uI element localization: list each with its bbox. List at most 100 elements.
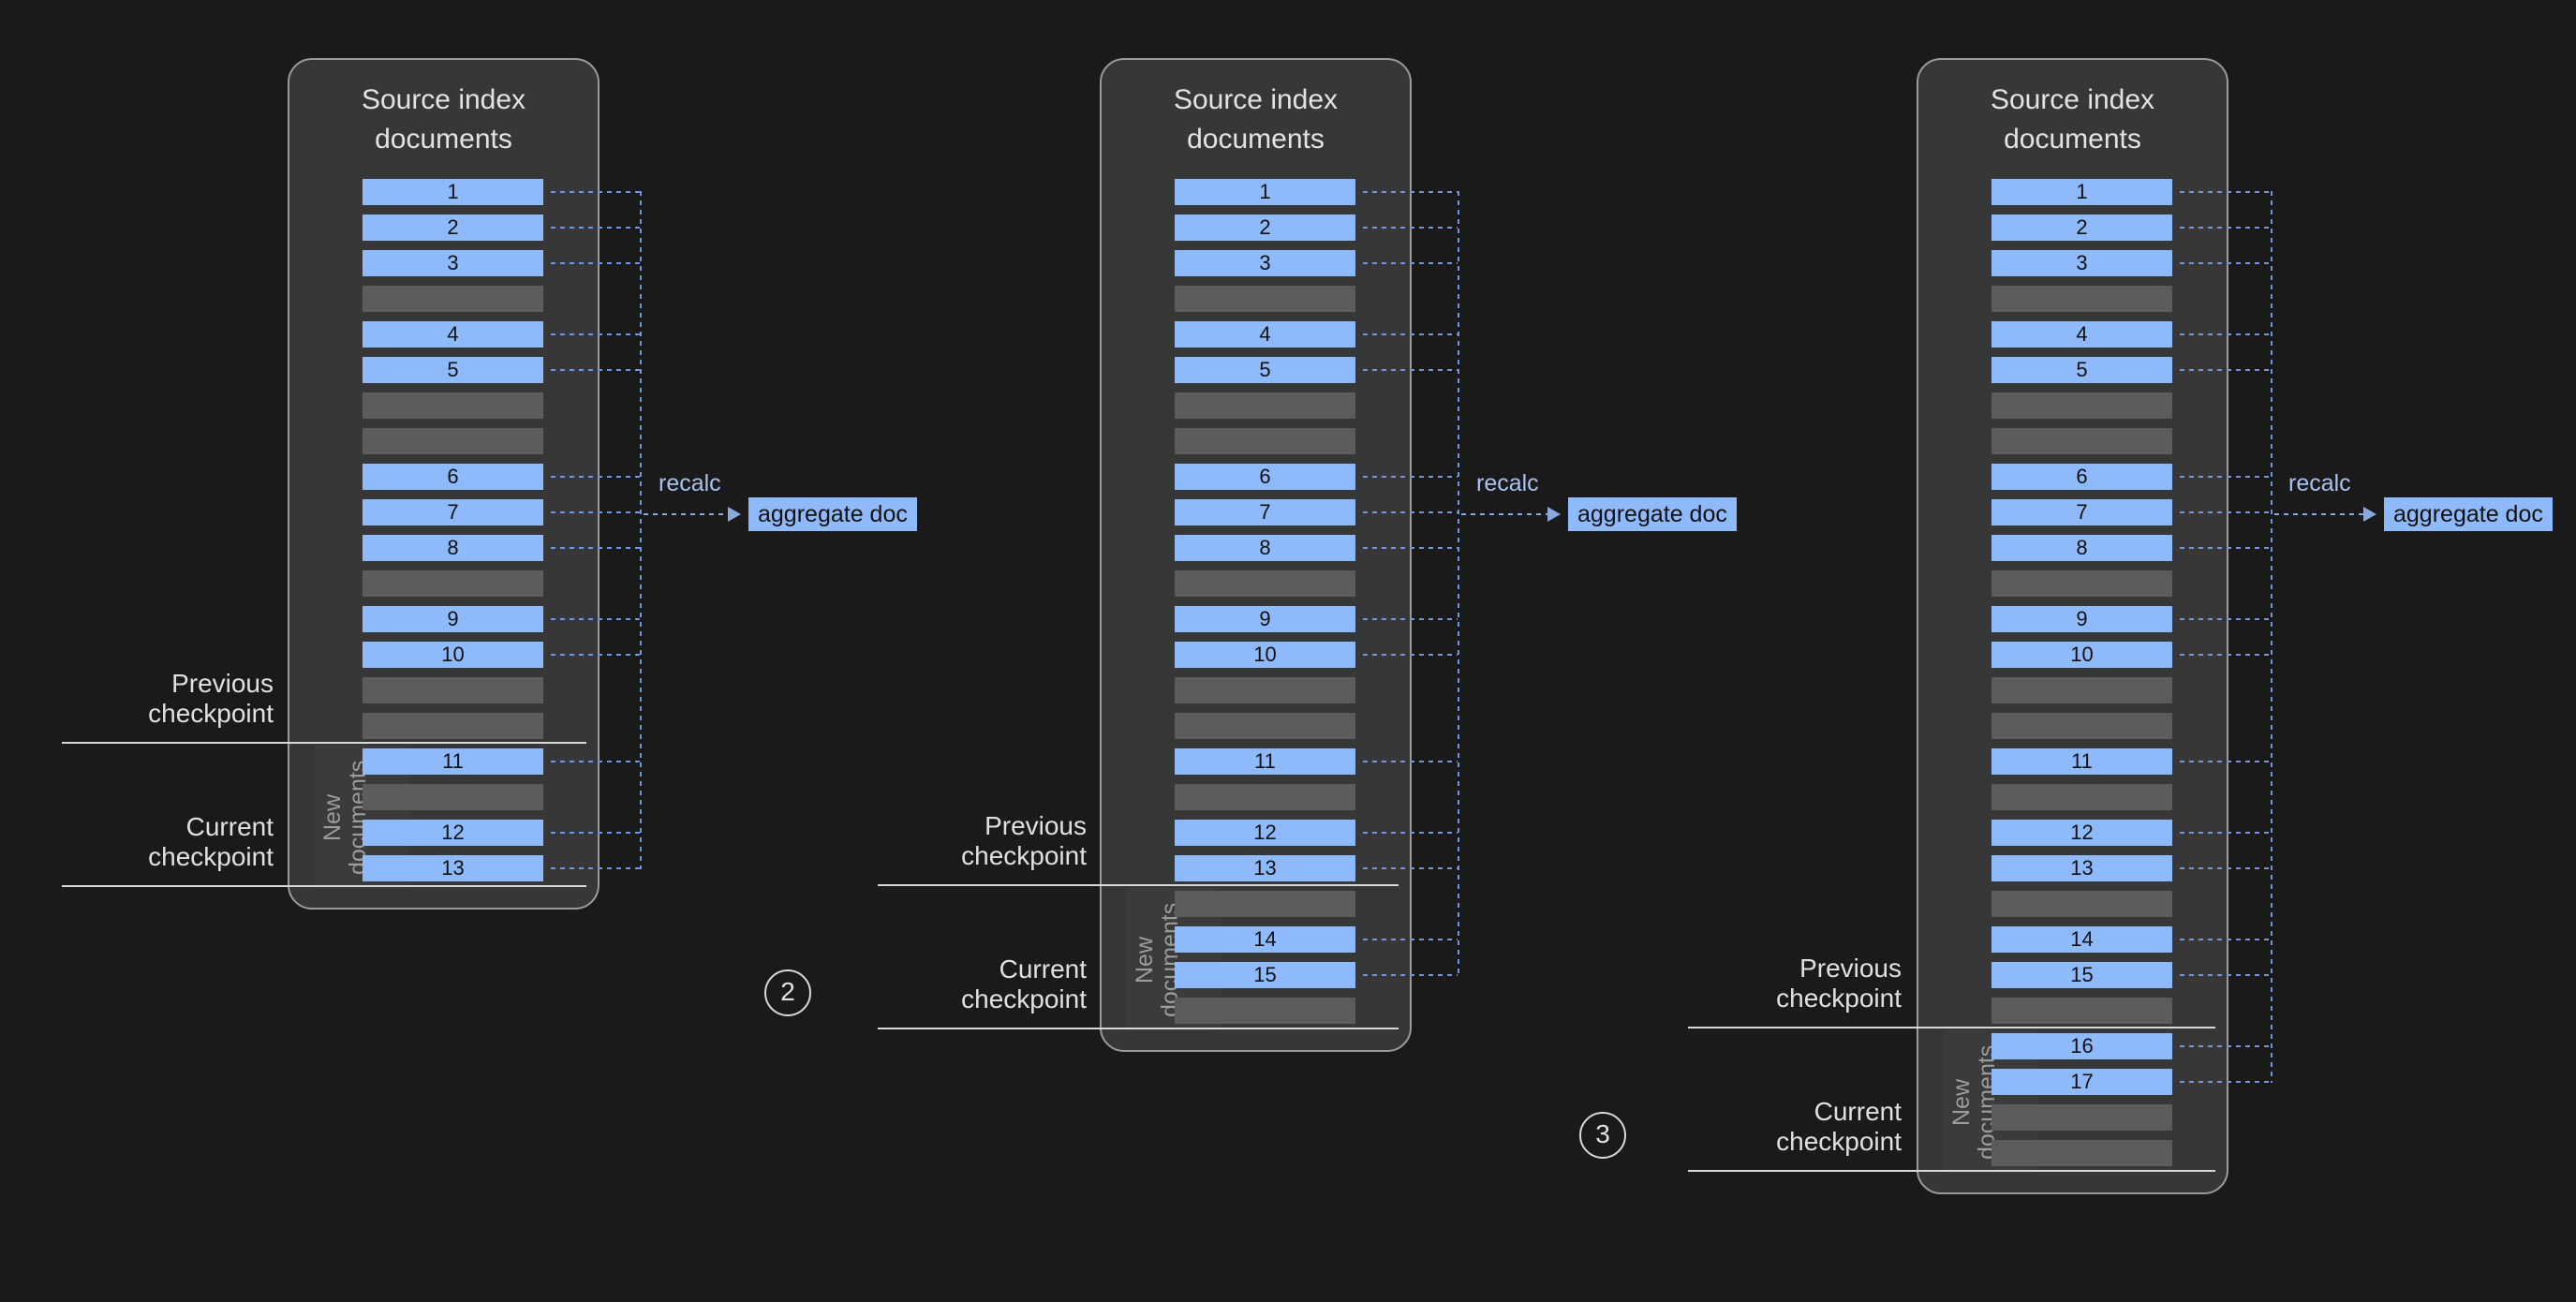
document-row: 4	[363, 321, 543, 348]
connector-dotted-line	[2180, 227, 2271, 229]
connector-dotted-line	[551, 369, 640, 371]
connector-dotted-line	[551, 547, 640, 549]
connector-dotted-line	[1363, 262, 1458, 264]
panel-3-title: Source index documents	[1990, 84, 2155, 155]
previous-checkpoint-rule	[878, 884, 1399, 886]
document-row: 10	[1175, 642, 1355, 668]
current-checkpoint-label: Current checkpoint	[1776, 1097, 1902, 1156]
connector-bus-line	[2271, 191, 2273, 1083]
document-row: 8	[1175, 535, 1355, 561]
document-row: 13	[1991, 855, 2172, 881]
connector-dotted-line	[1363, 761, 1458, 762]
connector-dotted-line	[2180, 832, 2271, 834]
connector-dotted-line	[1363, 832, 1458, 834]
previous-checkpoint-rule	[1688, 1027, 2215, 1028]
previous-checkpoint-label: Previous checkpoint	[961, 811, 1087, 870]
connector-dotted-line	[551, 333, 640, 335]
connector-dotted-line	[551, 832, 640, 834]
connector-dotted-line	[1363, 333, 1458, 335]
gap-row	[1175, 392, 1355, 419]
gap-row	[1991, 1140, 2172, 1166]
document-row: 6	[363, 464, 543, 490]
document-row: 10	[1991, 642, 2172, 668]
recalc-arrow-line	[2274, 513, 2363, 515]
connector-dotted-line	[1363, 369, 1458, 371]
gap-row	[1175, 784, 1355, 810]
gap-row	[1991, 392, 2172, 419]
connector-dotted-line	[2180, 333, 2271, 335]
connector-dotted-line	[2180, 547, 2271, 549]
recalc-arrow-head	[1547, 507, 1561, 522]
recalc-label: recalc	[2288, 470, 2351, 496]
aggregate-doc-box[interactable]: aggregate doc	[748, 497, 917, 531]
document-row: 5	[363, 357, 543, 383]
gap-row	[1175, 286, 1355, 312]
document-row: 8	[363, 535, 543, 561]
gap-row	[1991, 1104, 2172, 1131]
document-row: 10	[363, 642, 543, 668]
gap-row	[363, 570, 543, 597]
gap-row	[363, 286, 543, 312]
current-checkpoint-rule	[1688, 1170, 2215, 1172]
connector-dotted-line	[1363, 547, 1458, 549]
document-row: 12	[363, 820, 543, 846]
aggregate-doc-box[interactable]: aggregate doc	[1568, 497, 1737, 531]
gap-row	[1175, 713, 1355, 739]
connector-dotted-line	[551, 227, 640, 229]
recalc-label: recalc	[1476, 470, 1539, 496]
connector-dotted-line	[2180, 974, 2271, 976]
aggregate-doc-box[interactable]: aggregate doc	[2384, 497, 2553, 531]
connector-dotted-line	[2180, 1081, 2271, 1083]
document-row: 9	[363, 606, 543, 632]
document-row: 14	[1991, 926, 2172, 953]
connector-dotted-line	[551, 191, 640, 193]
panel-1-title: Source index documents	[361, 84, 526, 155]
document-row: 5	[1991, 357, 2172, 383]
connector-dotted-line	[1363, 939, 1458, 940]
connector-dotted-line	[551, 262, 640, 264]
connector-dotted-line	[1363, 511, 1458, 513]
connector-dotted-line	[2180, 262, 2271, 264]
previous-checkpoint-label: Previous checkpoint	[148, 669, 274, 728]
document-row: 3	[1991, 250, 2172, 276]
document-row: 3	[1175, 250, 1355, 276]
recalc-arrow-head	[728, 507, 741, 522]
document-row: 4	[1991, 321, 2172, 348]
current-checkpoint-rule	[62, 885, 586, 887]
step-number-badge: 3	[1579, 1112, 1626, 1159]
connector-dotted-line	[1363, 618, 1458, 620]
document-row: 6	[1991, 464, 2172, 490]
document-row: 7	[363, 499, 543, 525]
document-row: 9	[1175, 606, 1355, 632]
document-row: 2	[363, 215, 543, 241]
connector-dotted-line	[2180, 476, 2271, 478]
connector-dotted-line	[2180, 867, 2271, 869]
document-row: 11	[363, 748, 543, 775]
connector-dotted-line	[1363, 974, 1458, 976]
connector-dotted-line	[2180, 761, 2271, 762]
gap-row	[1175, 891, 1355, 917]
document-row: 5	[1175, 357, 1355, 383]
connector-dotted-line	[551, 654, 640, 656]
connector-dotted-line	[551, 511, 640, 513]
connector-dotted-line	[551, 476, 640, 478]
connector-dotted-line	[1363, 867, 1458, 869]
document-row: 7	[1991, 499, 2172, 525]
connector-dotted-line	[551, 867, 640, 869]
connector-dotted-line	[2180, 369, 2271, 371]
gap-row	[363, 713, 543, 739]
current-checkpoint-rule	[878, 1028, 1399, 1029]
previous-checkpoint-label: Previous checkpoint	[1776, 954, 1902, 1013]
connector-dotted-line	[1363, 654, 1458, 656]
gap-row	[1991, 784, 2172, 810]
connector-dotted-line	[2180, 191, 2271, 193]
previous-checkpoint-rule	[62, 742, 586, 744]
document-row: 7	[1175, 499, 1355, 525]
document-row: 12	[1175, 820, 1355, 846]
connector-bus-line	[640, 191, 642, 869]
connector-dotted-line	[2180, 939, 2271, 940]
connector-dotted-line	[1363, 227, 1458, 229]
gap-row	[1991, 891, 2172, 917]
gap-row	[363, 428, 543, 454]
